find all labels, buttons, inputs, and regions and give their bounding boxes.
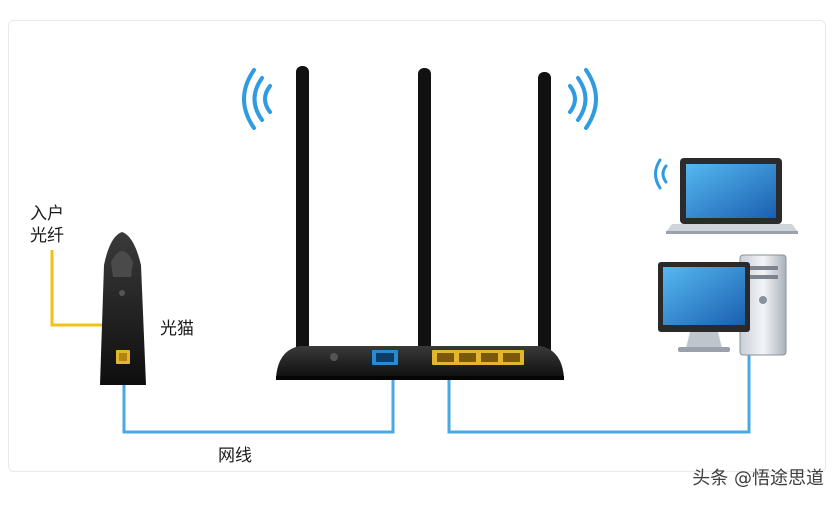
wifi-icon: [661, 164, 668, 184]
router-icon: [276, 346, 564, 380]
cable-router-pc: [447, 355, 751, 434]
watermark: 头条 @悟途思道: [692, 468, 824, 489]
fiber-label: 入户 光纤: [30, 203, 70, 247]
wifi-icon: [568, 68, 598, 130]
cable-label: 网线: [218, 446, 252, 466]
fiber-label-line1: 入户: [30, 204, 64, 224]
optical-modem-icon: [100, 232, 146, 385]
laptop-icon: [654, 158, 798, 234]
fiber-line: [50, 250, 122, 327]
router-antennas: [296, 66, 551, 372]
fiber-label-line2: 光纤: [30, 226, 64, 246]
desktop-computer-icon: [658, 254, 787, 356]
cable-modem-router: [122, 362, 395, 434]
router-lan-ports: [432, 350, 524, 365]
modem-label: 光猫: [160, 319, 194, 339]
wifi-icon: [242, 68, 272, 130]
diagram-frame: [8, 20, 826, 472]
